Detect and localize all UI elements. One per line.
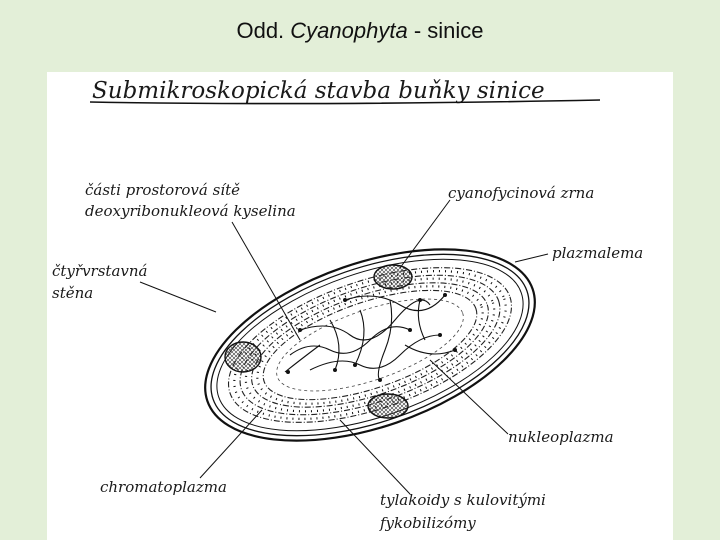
- dna-dots: [286, 293, 457, 382]
- label-dna-line2: deoxyribonukleová kyselina: [85, 202, 296, 220]
- cyanophycin-granule: [224, 341, 262, 373]
- leader-lines: [139, 199, 549, 495]
- label-chromatoplasm: chromatoplazma: [100, 478, 227, 496]
- label-cyanophycin: cyanofycinová zrna: [448, 184, 594, 202]
- heading-underline: [89, 99, 601, 105]
- dna-network: [284, 294, 456, 381]
- title-prefix: Odd.: [236, 18, 285, 43]
- label-thylakoid-line1: tylakoidy s kulovitými: [380, 491, 546, 509]
- diagram-paper: [47, 72, 673, 540]
- slide-title: Odd. Cyanophyta - sinice: [0, 18, 720, 44]
- label-wall-line2: stěna: [52, 284, 93, 302]
- title-italic: Cyanophyta: [290, 18, 408, 43]
- cyanophycin-granule: [373, 264, 413, 290]
- label-plasmalemma: plazmalema: [552, 244, 643, 262]
- label-wall-line1: čtyřvrstavná: [52, 262, 148, 280]
- title-suffix: - sinice: [413, 18, 484, 43]
- label-nucleoplasm: nukleoplazma: [508, 428, 614, 446]
- diagram-heading: Submikroskopická stavba buňky sinice: [92, 78, 545, 104]
- cyanophycin-granule: [367, 393, 409, 419]
- nucleoplasm-region: [276, 298, 464, 392]
- label-thylakoid-line2: fykobilizómy: [379, 514, 476, 532]
- label-dna-line1: části prostorová sítě: [85, 181, 240, 199]
